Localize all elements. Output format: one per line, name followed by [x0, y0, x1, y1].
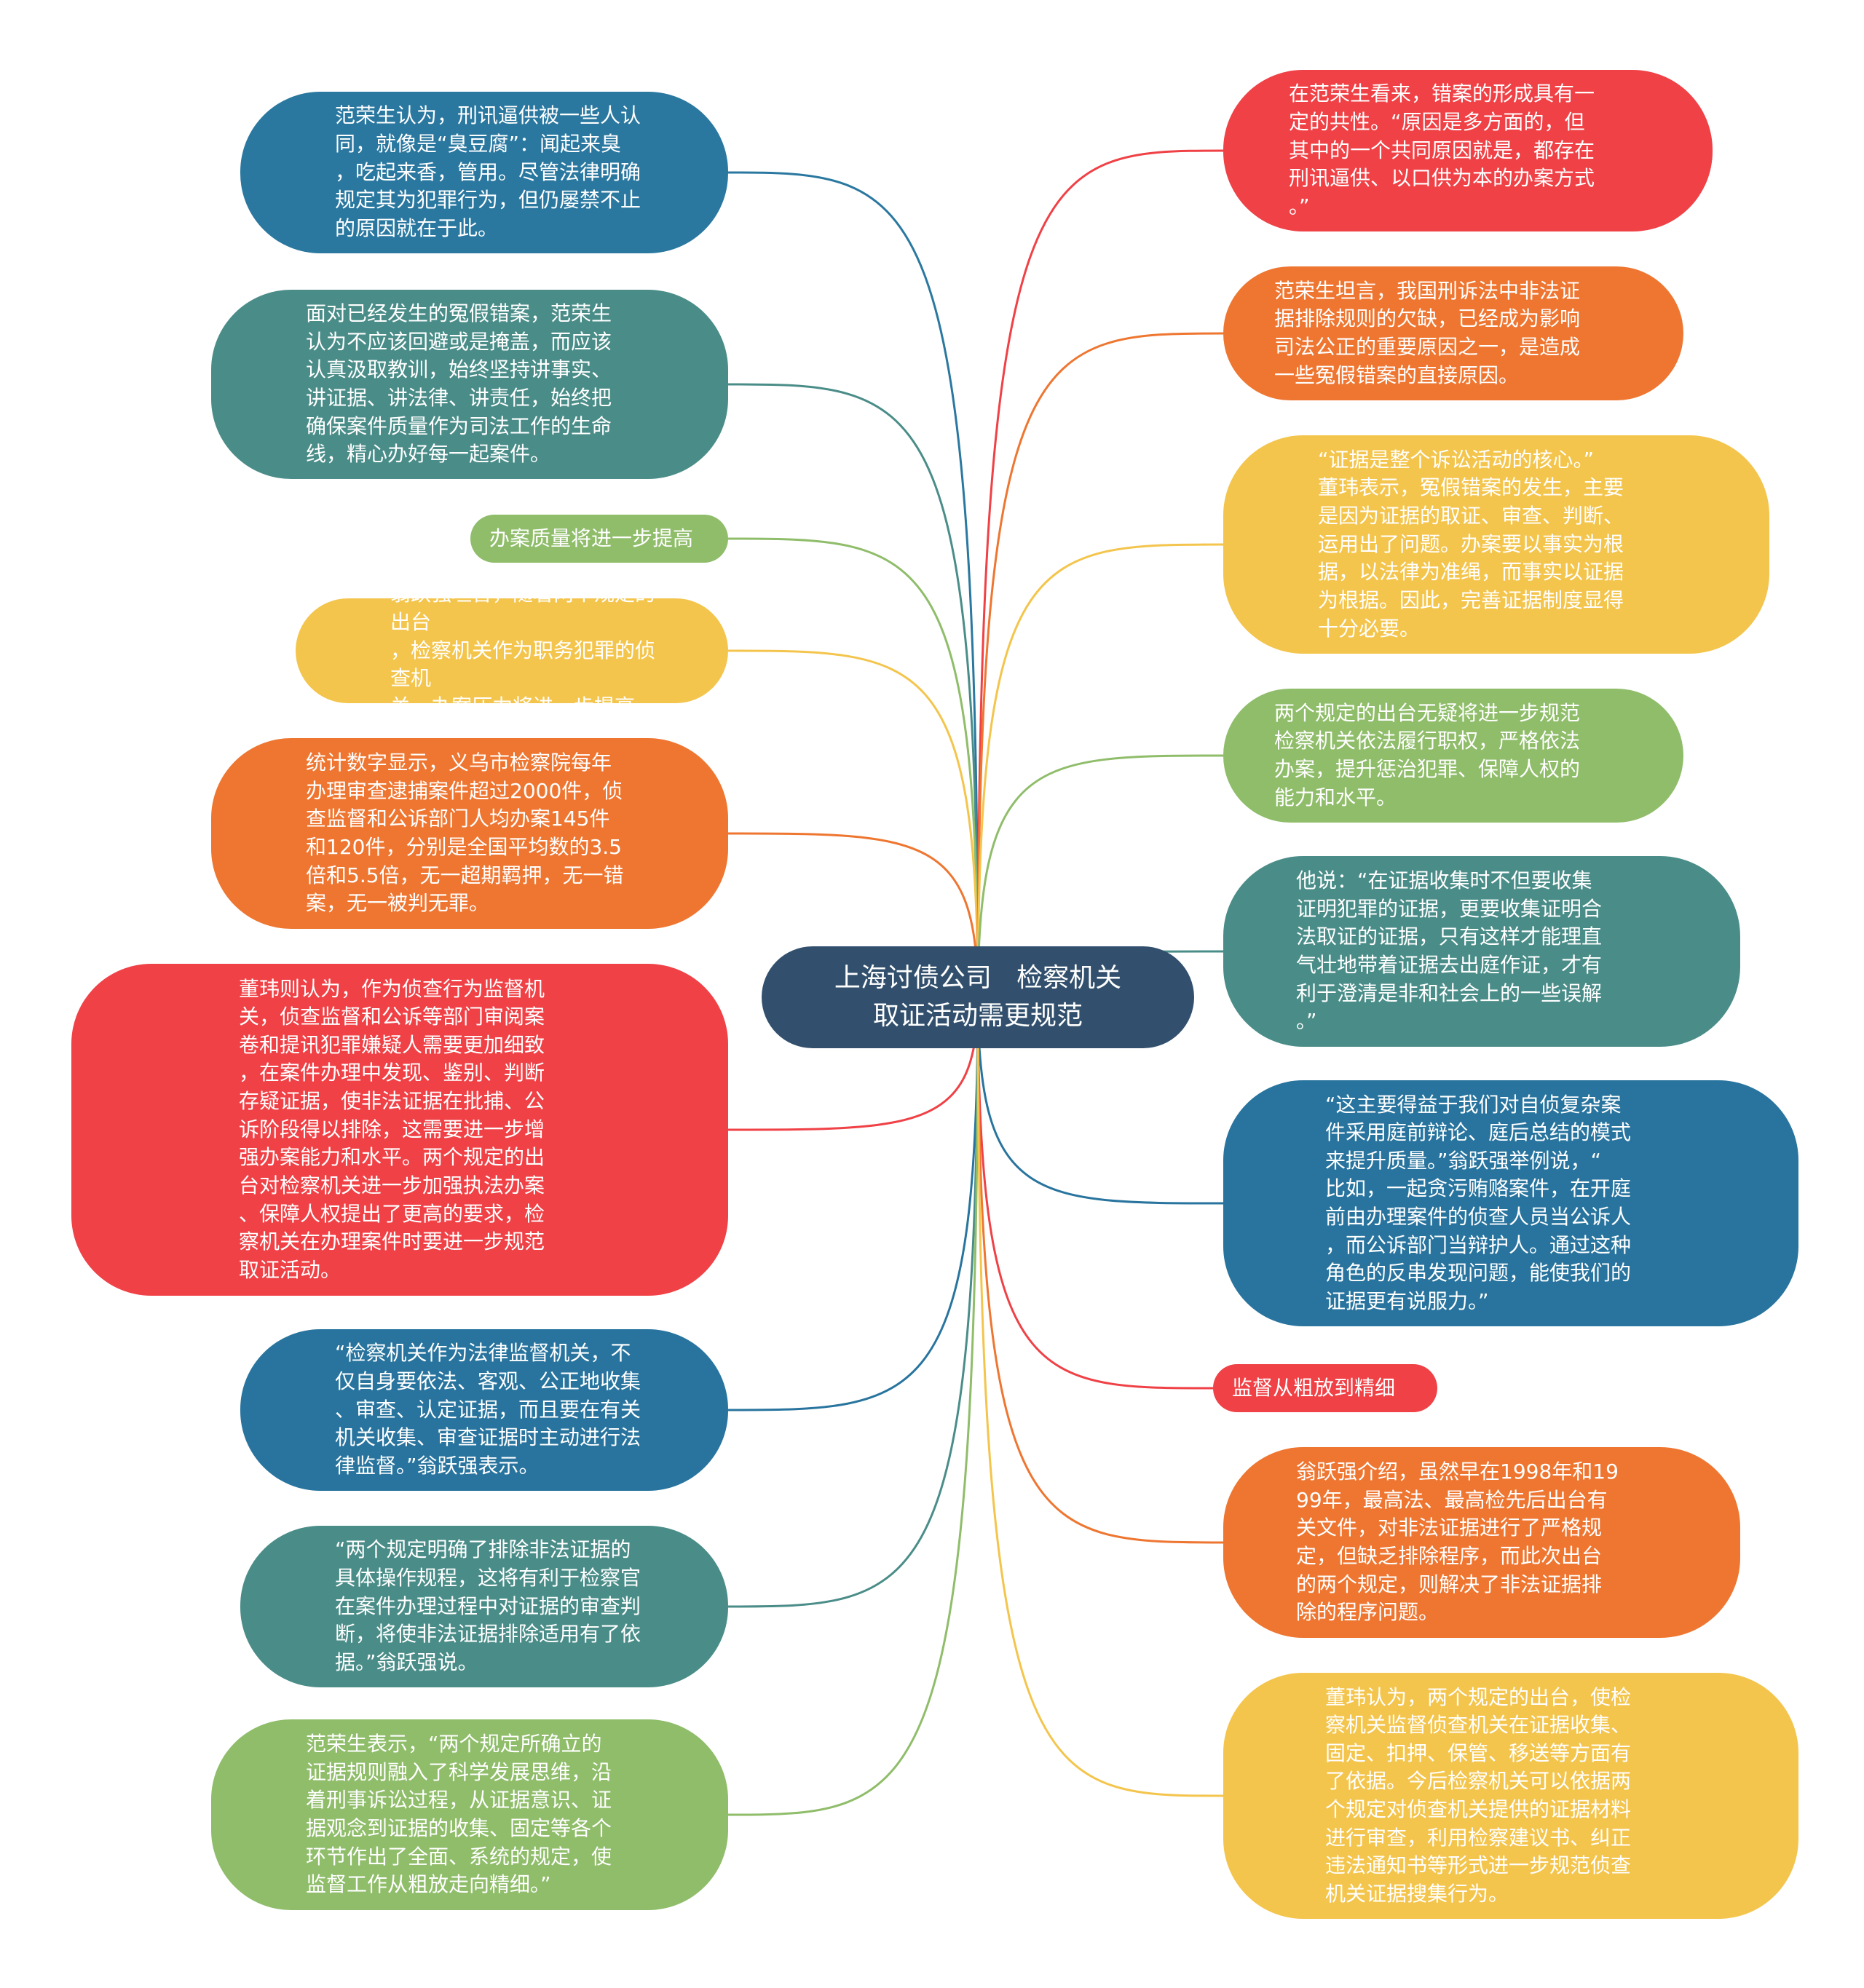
central-topic: 上海讨债公司 检察机关 取证活动需更规范: [762, 946, 1194, 1048]
topic-text-R2: 范荣生坦言，我国刑诉法中非法证 据排除规则的欠缺，已经成为影响 司法公正的重要原…: [1274, 278, 1581, 387]
connector-R7: [976, 997, 1214, 1390]
topic-node-R3: “证据是整个诉讼活动的核心。” 董玮表示，冤假错案的发生，主要 是因为证据的取证…: [1223, 435, 1769, 654]
topic-node-R7: 监督从粗放到精细: [1213, 1364, 1437, 1412]
connector-R2: [976, 332, 1224, 998]
connector-R3: [976, 543, 1224, 998]
connector-R4: [976, 754, 1224, 998]
topic-node-R9: 董玮认为，两个规定的出台，使检 察机关监督侦查机关在证据收集、 固定、扣押、保管…: [1223, 1673, 1798, 1919]
central-topic-label: 上海讨债公司 检察机关 取证活动需更规范: [834, 962, 1122, 1031]
topic-node-R6: “这主要得益于我们对自侦复杂案 件采用庭前辩论、庭后总结的模式 来提升质量。”翁…: [1223, 1080, 1798, 1326]
topic-node-L5: 统计数字显示，义乌市检察院每年 办理审查逮捕案件超过2000件，侦 查监督和公诉…: [211, 738, 728, 929]
topic-node-R1: 在范荣生看来，错案的形成具有一 定的共性。“原因是多方面的，但 其中的一个共同原…: [1223, 70, 1713, 231]
topic-node-R5: 他说：“在证据收集时不但要收集 证明犯罪的证据，更要收集证明合 法取证的证据，只…: [1223, 856, 1740, 1047]
topic-node-L1: 范荣生认为，刑讯逼供被一些人认 同，就像是“臭豆腐”：闻起来臭 ，吃起来香，管用…: [240, 92, 728, 253]
connector-L8: [727, 997, 979, 1608]
topic-text-L6: 董玮则认为，作为侦查行为监督机 关，侦查监督和公诉等部门审阅案 卷和提讯犯罪嫌疑…: [239, 976, 545, 1282]
topic-text-R4: 两个规定的出台无疑将进一步规范 检察机关依法履行职权，严格依法 办案，提升惩治犯…: [1274, 700, 1581, 809]
topic-node-L9: 范荣生表示，“两个规定所确立的 证据规则融入了科学发展思维，沿 着刑事诉讼过程，…: [211, 1719, 728, 1910]
topic-node-L6: 董玮则认为，作为侦查行为监督机 关，侦查监督和公诉等部门审阅案 卷和提讯犯罪嫌疑…: [71, 964, 728, 1296]
topic-text-L8: “两个规定明确了排除非法证据的 具体操作规程，这将有利于检察官 在案件办理过程中…: [335, 1537, 641, 1674]
topic-node-L2: 面对已经发生的冤假错案，范荣生 认为不应该回避或是掩盖，而应该 认真汲取教训，始…: [211, 290, 728, 479]
topic-node-R8: 翁跃强介绍，虽然早在1998年和19 99年，最高法、最高检先后出台有 关文件，…: [1223, 1447, 1740, 1638]
topic-text-R7: 监督从粗放到精细: [1232, 1375, 1396, 1400]
topic-text-L3: 办案质量将进一步提高: [489, 526, 694, 550]
topic-node-L3: 办案质量将进一步提高: [470, 515, 728, 563]
connector-L1: [727, 171, 979, 998]
topic-text-L1: 范荣生认为，刑讯逼供被一些人认 同，就像是“臭豆腐”：闻起来臭 ，吃起来香，管用…: [335, 103, 641, 240]
topic-node-R2: 范荣生坦言，我国刑诉法中非法证 据排除规则的欠缺，已经成为影响 司法公正的重要原…: [1223, 266, 1683, 400]
topic-text-R3: “证据是整个诉讼活动的核心。” 董玮表示，冤假错案的发生，主要 是因为证据的取证…: [1318, 447, 1624, 641]
topic-node-L4: 翁跃强坦言，随着两个规定的出台 ，检察机关作为职务犯罪的侦查机 关，办案压力将进…: [296, 582, 728, 718]
topic-text-L4: 翁跃强坦言，随着两个规定的出台 ，检察机关作为职务犯罪的侦查机 关，办案压力将进…: [390, 582, 656, 718]
topic-text-L7: “检察机关作为法律监督机关，不 仅自身要依法、客观、公正地收集 、审查、认定证据…: [335, 1341, 641, 1478]
connector-L9: [727, 997, 979, 1816]
connector-R6: [976, 997, 1224, 1205]
connector-L7: [727, 997, 979, 1411]
connector-R9: [976, 997, 1224, 1797]
topic-node-L7: “检察机关作为法律监督机关，不 仅自身要依法、客观、公正地收集 、审查、认定证据…: [240, 1329, 728, 1491]
connector-L3: [727, 537, 979, 998]
topic-text-R6: “这主要得益于我们对自侦复杂案 件采用庭前辩论、庭后总结的模式 来提升质量。”翁…: [1325, 1092, 1632, 1313]
topic-node-R4: 两个规定的出台无疑将进一步规范 检察机关依法履行职权，严格依法 办案，提升惩治犯…: [1223, 689, 1683, 823]
connector-R8: [976, 997, 1224, 1544]
topic-text-R9: 董玮认为，两个规定的出台，使检 察机关监督侦查机关在证据收集、 固定、扣押、保管…: [1325, 1684, 1632, 1906]
connector-L5: [727, 832, 979, 998]
topic-text-R5: 他说：“在证据收集时不但要收集 证明犯罪的证据，更要收集证明合 法取证的证据，只…: [1296, 868, 1603, 1034]
topic-text-R1: 在范荣生看来，错案的形成具有一 定的共性。“原因是多方面的，但 其中的一个共同原…: [1289, 82, 1595, 218]
connector-L4: [727, 649, 979, 998]
topic-text-L9: 范荣生表示，“两个规定所确立的 证据规则融入了科学发展思维，沿 着刑事诉讼过程，…: [306, 1732, 612, 1897]
topic-node-L8: “两个规定明确了排除非法证据的 具体操作规程，这将有利于检察官 在案件办理过程中…: [240, 1526, 728, 1687]
topic-text-L5: 统计数字显示，义乌市检察院每年 办理审查逮捕案件超过2000件，侦 查监督和公诉…: [306, 751, 624, 916]
connector-L2: [727, 383, 979, 998]
topic-text-L2: 面对已经发生的冤假错案，范荣生 认为不应该回避或是掩盖，而应该 认真汲取教训，始…: [306, 301, 612, 467]
connector-R1: [976, 149, 1224, 998]
topic-text-R8: 翁跃强介绍，虽然早在1998年和19 99年，最高法、最高检先后出台有 关文件，…: [1296, 1460, 1619, 1625]
